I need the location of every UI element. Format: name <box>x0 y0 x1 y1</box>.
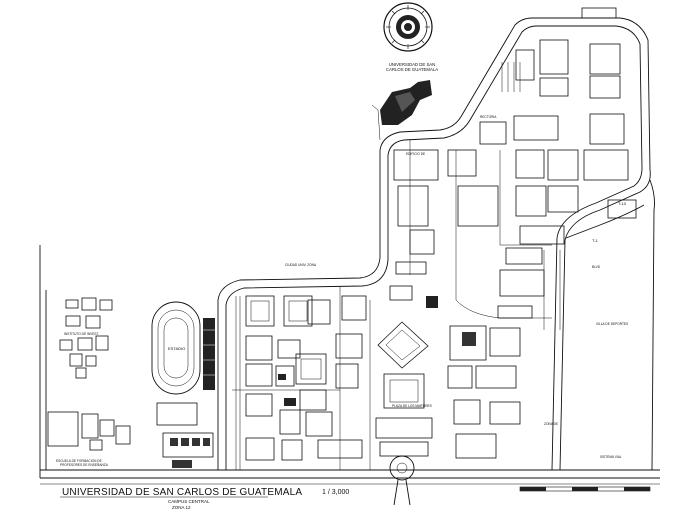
stadium: ESTADIO <box>151 301 215 395</box>
seal-caption-line1: UNIVERSIDAD DE SAN <box>388 62 436 67</box>
map-annotations: CIUDAD UNIV. ZONA BLVD VILLA DE DEPORTES… <box>285 115 628 459</box>
central-west-buildings <box>245 295 367 461</box>
svg-text:RECTORIA: RECTORIA <box>480 115 497 119</box>
map-subtitle-zone: ZONA 12 <box>172 505 191 510</box>
svg-text:ZONA DE: ZONA DE <box>544 422 558 426</box>
svg-text:SISTEMA VIAL: SISTEMA VIAL <box>600 455 622 459</box>
parking-lots <box>235 250 561 471</box>
scale-bar <box>519 486 651 492</box>
pool-block <box>156 402 214 468</box>
svg-text:T-1: T-1 <box>592 238 599 243</box>
svg-text:INSTITUTO DE INVEST.: INSTITUTO DE INVEST. <box>64 332 99 336</box>
north-buildings <box>389 113 637 308</box>
svg-text:T-10: T-10 <box>618 201 627 206</box>
svg-text:CIUDAD UNIV. ZONA: CIUDAD UNIV. ZONA <box>285 263 317 267</box>
central-east-buildings <box>447 247 545 459</box>
map-scale: 1 / 3,000 <box>322 489 350 496</box>
usac-seal <box>383 2 433 52</box>
svg-text:PLAZA DE LOS MARTIRES: PLAZA DE LOS MARTIRES <box>392 404 432 408</box>
svg-text:EDIFICIO DE: EDIFICIO DE <box>406 152 425 156</box>
map-subtitle-campus: CAMPUS CENTRAL <box>168 499 210 504</box>
seal-caption-line2: CARLOS DE GUATEMALA <box>385 67 439 72</box>
svg-text:VILLA DE DEPORTES: VILLA DE DEPORTES <box>596 322 628 326</box>
left-residential-blocks: INSTITUTO DE INVEST. ESCUELA DE FORMACIO… <box>47 297 131 467</box>
seal-caption: UNIVERSIDAD DE SAN CARLOS DE GUATEMALA <box>372 62 452 72</box>
rectory-tower <box>380 80 432 125</box>
northeast-buildings <box>501 7 621 99</box>
svg-text:PROFESORES DE ENSEÑANZA: PROFESORES DE ENSEÑANZA <box>60 462 109 467</box>
svg-text:BLVD: BLVD <box>592 265 601 269</box>
main-roads <box>39 17 660 506</box>
svg-text:ESCUELA DE FORMACION DE: ESCUELA DE FORMACION DE <box>56 459 102 463</box>
map-title: UNIVERSIDAD DE SAN CARLOS DE GUATEMALA <box>62 487 303 498</box>
svg-text:ESTADIO: ESTADIO <box>168 346 185 351</box>
central-plaza <box>375 321 433 457</box>
